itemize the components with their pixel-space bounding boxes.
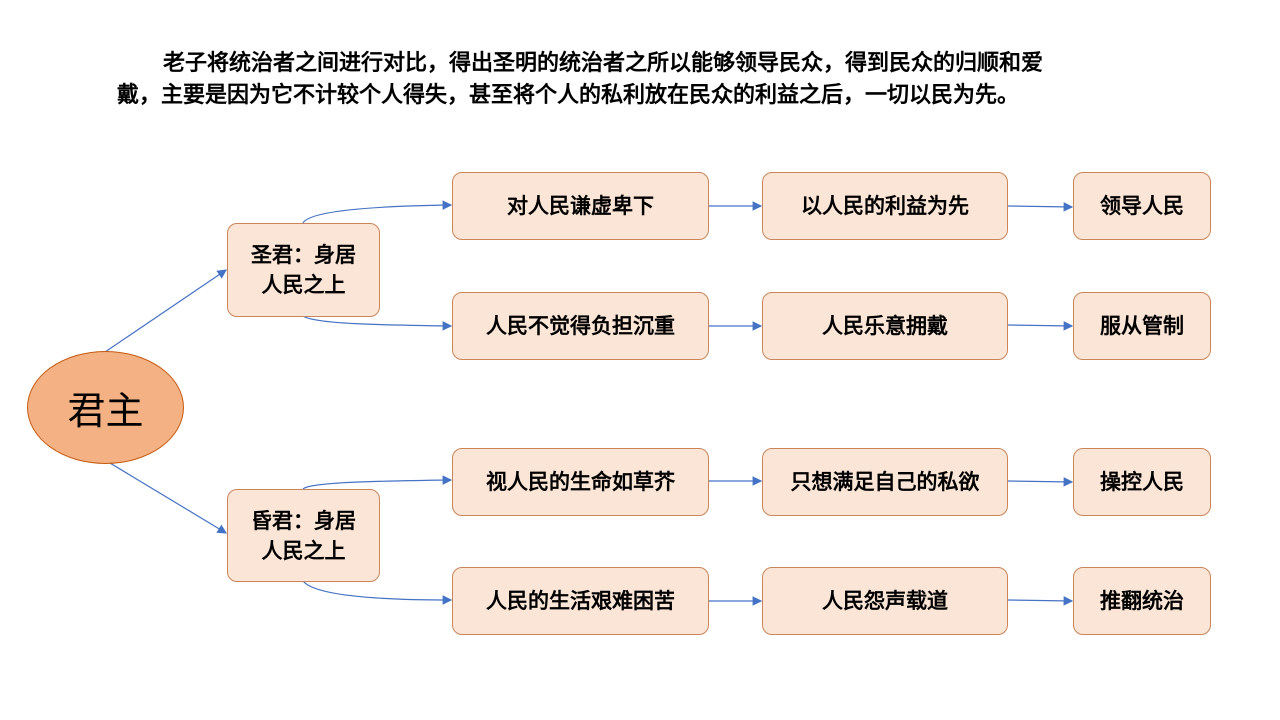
branch-node-sage: 圣君：身居人民之上 bbox=[227, 223, 380, 317]
intro-line-2: 戴，主要是因为它不计较个人得失，甚至将个人的私利放在民众的利益之后，一切以民为先… bbox=[117, 83, 1020, 108]
arrow-tyrant-to-path1 bbox=[302, 475, 453, 490]
step1-node: 视人民的生命如草芥 bbox=[452, 448, 709, 516]
intro-line-1: 老子将统治者之间进行对比，得出圣明的统治者之所以能够领导民众，得到民众的归顺和爱 bbox=[163, 51, 1044, 76]
result-node: 领导人民 bbox=[1073, 172, 1211, 240]
result-node: 推翻统治 bbox=[1073, 567, 1211, 635]
branch-label-line1: 圣君：身居 bbox=[251, 243, 356, 267]
arrow-r1-result bbox=[1007, 202, 1074, 212]
step2-node: 人民乐意拥戴 bbox=[762, 292, 1008, 360]
arrow-r3-result bbox=[1007, 477, 1074, 487]
arrow-sage-to-path1 bbox=[302, 200, 453, 224]
branch-label-line2: 人民之上 bbox=[261, 538, 346, 563]
arrow-root-to-tyrant bbox=[104, 459, 228, 534]
branch-label-line1: 昏君：身居 bbox=[251, 508, 356, 533]
step1-node: 人民的生活艰难困苦 bbox=[452, 567, 709, 635]
result-node: 服从管制 bbox=[1073, 292, 1211, 360]
root-node-ruler: 君主 bbox=[27, 351, 184, 464]
result-node: 操控人民 bbox=[1073, 448, 1211, 516]
arrow-r2-result bbox=[1007, 321, 1074, 331]
arrow-root-to-sage bbox=[104, 269, 227, 353]
arrow-tyrant-to-path2 bbox=[302, 580, 453, 605]
step1-node: 人民不觉得负担沉重 bbox=[452, 292, 709, 360]
step1-node: 对人民谦虚卑下 bbox=[452, 172, 709, 240]
branch-label-line2: 人民之上 bbox=[261, 273, 346, 297]
intro-paragraph: 老子将统治者之间进行对比，得出圣明的统治者之所以能够领导民众，得到民众的归顺和爱… bbox=[117, 48, 1147, 112]
arrow-sage-to-path2 bbox=[302, 315, 453, 331]
branch-node-tyrant: 昏君：身居人民之上 bbox=[227, 489, 380, 582]
arrow-r4-result bbox=[1007, 596, 1074, 606]
step2-node: 以人民的利益为先 bbox=[762, 172, 1008, 240]
step2-node: 人民怨声载道 bbox=[762, 567, 1008, 635]
step2-node: 只想满足自己的私欲 bbox=[762, 448, 1008, 516]
